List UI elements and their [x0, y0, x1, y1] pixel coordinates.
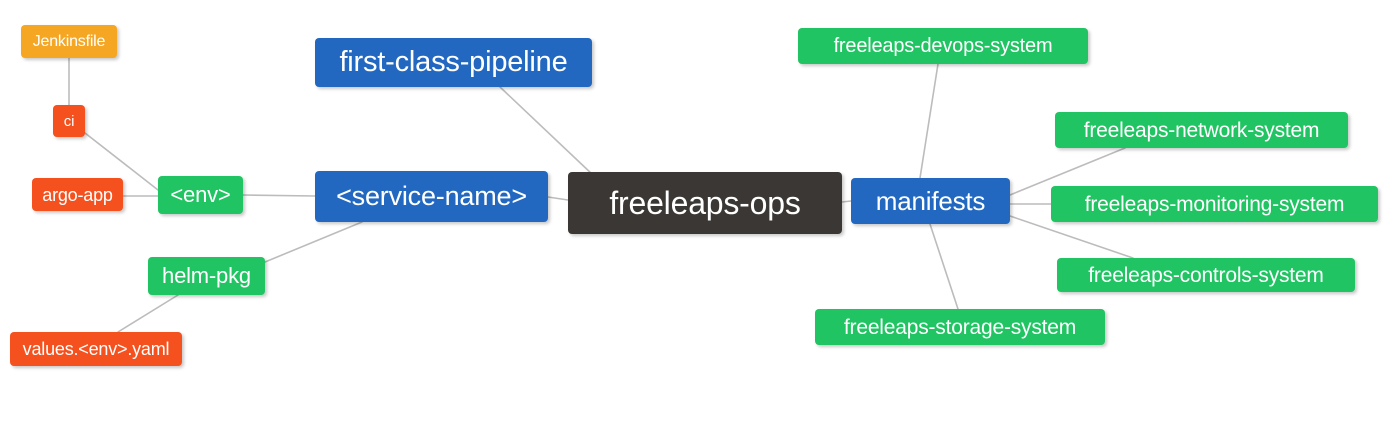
node-first-class-pipeline[interactable]: first-class-pipeline: [315, 38, 592, 87]
node-env[interactable]: <env>: [158, 176, 243, 214]
node-freeleaps-storage-system[interactable]: freeleaps-storage-system: [815, 309, 1105, 345]
edge-manifests-to-freeleaps-network-system: [1009, 147, 1126, 196]
edge-manifests-to-freeleaps-devops-system: [919, 63, 939, 179]
node-freeleaps-network-system[interactable]: freeleaps-network-system: [1055, 112, 1348, 148]
node-service-name[interactable]: <service-name>: [315, 171, 548, 222]
node-jenkinsfile[interactable]: Jenkinsfile: [21, 25, 117, 58]
node-freeleaps-ops[interactable]: freeleaps-ops: [568, 172, 842, 234]
node-helm-pkg[interactable]: helm-pkg: [148, 257, 265, 295]
edge-freeleaps-ops-to-first-class-pipeline: [499, 86, 594, 176]
node-values-env-yaml[interactable]: values.<env>.yaml: [10, 332, 182, 366]
node-manifests[interactable]: manifests: [851, 178, 1010, 224]
edge-helm-pkg-to-values-env-yaml: [117, 294, 179, 333]
edge-env-to-ci: [84, 132, 159, 191]
edge-service-name-to-helm-pkg: [264, 221, 363, 263]
edge-freeleaps-ops-to-manifests: [841, 200, 852, 203]
edge-service-name-to-env: [242, 194, 316, 197]
node-freeleaps-devops-system[interactable]: freeleaps-devops-system: [798, 28, 1088, 64]
node-ci[interactable]: ci: [53, 105, 85, 137]
node-freeleaps-controls-system[interactable]: freeleaps-controls-system: [1057, 258, 1355, 292]
edge-manifests-to-freeleaps-controls-system: [1009, 215, 1134, 259]
edge-freeleaps-ops-to-service-name: [547, 196, 569, 201]
node-freeleaps-monitoring-system[interactable]: freeleaps-monitoring-system: [1051, 186, 1378, 222]
node-argo-app[interactable]: argo-app: [32, 178, 123, 211]
edge-manifests-to-freeleaps-storage-system: [929, 223, 959, 310]
